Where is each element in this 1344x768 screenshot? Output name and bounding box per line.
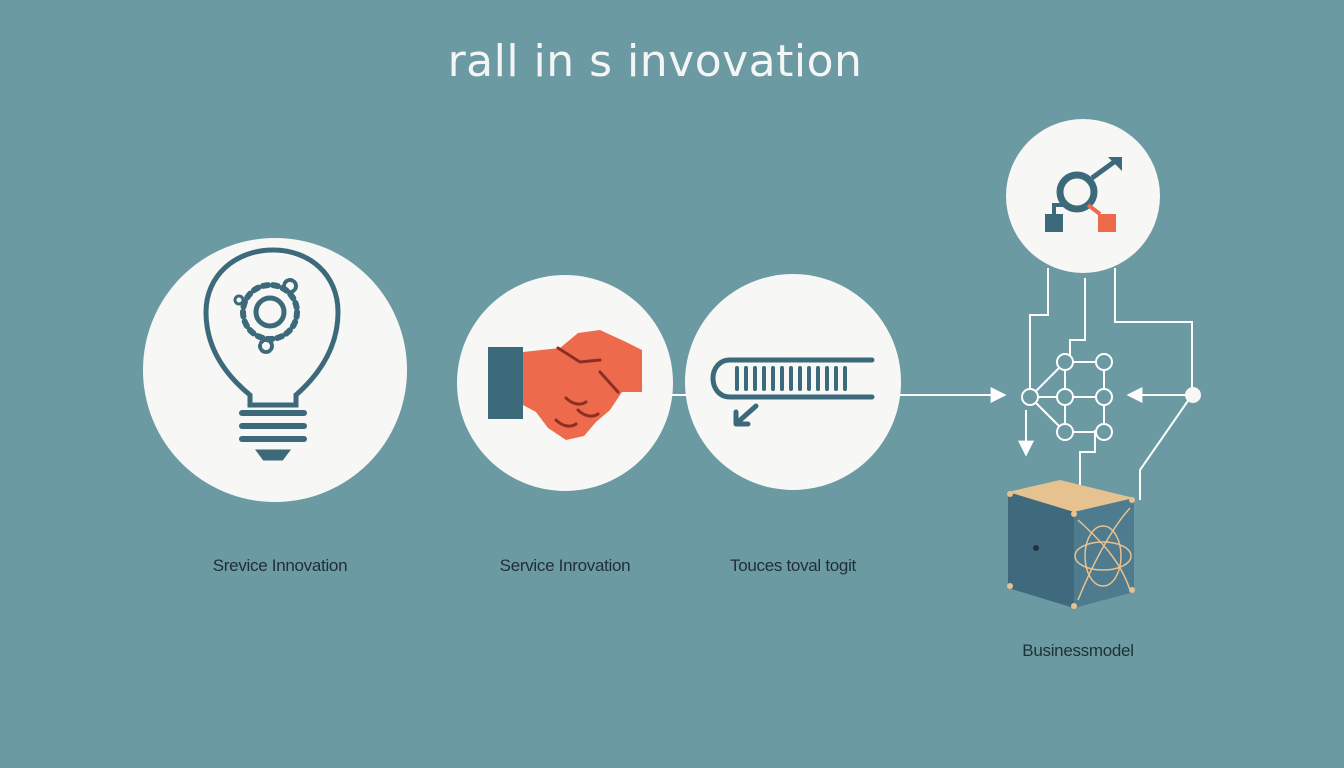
handshake-icon <box>488 330 642 440</box>
business-model-label: Businessmodel <box>1022 641 1134 660</box>
network-nodes-icon <box>1045 157 1122 232</box>
connector-lines <box>670 268 1193 500</box>
line-network-to-grid-mid <box>1069 278 1086 358</box>
line-network-to-right <box>1114 268 1193 395</box>
network-circle <box>1006 119 1160 273</box>
line-grid-to-cube <box>1079 430 1096 488</box>
stage-1-label: Srevice Innovation <box>212 556 348 575</box>
stage-3-label: Touces toval togit <box>730 556 856 575</box>
line-right-to-cube <box>1139 394 1193 500</box>
progress-bar-icon <box>710 357 875 427</box>
page-title: rall in s invovation <box>447 36 863 87</box>
line-network-to-grid-left <box>1029 268 1049 390</box>
node-grid-icon <box>1021 353 1113 441</box>
cube-icon <box>1007 480 1135 609</box>
stage-2-label: Service Inrovation <box>499 556 631 575</box>
stage-1-circle <box>143 238 407 502</box>
lightbulb-gear-icon <box>203 247 341 461</box>
stage-3-circle <box>685 274 901 490</box>
stage-2-circle <box>457 275 673 491</box>
junction-dot <box>1185 387 1201 403</box>
